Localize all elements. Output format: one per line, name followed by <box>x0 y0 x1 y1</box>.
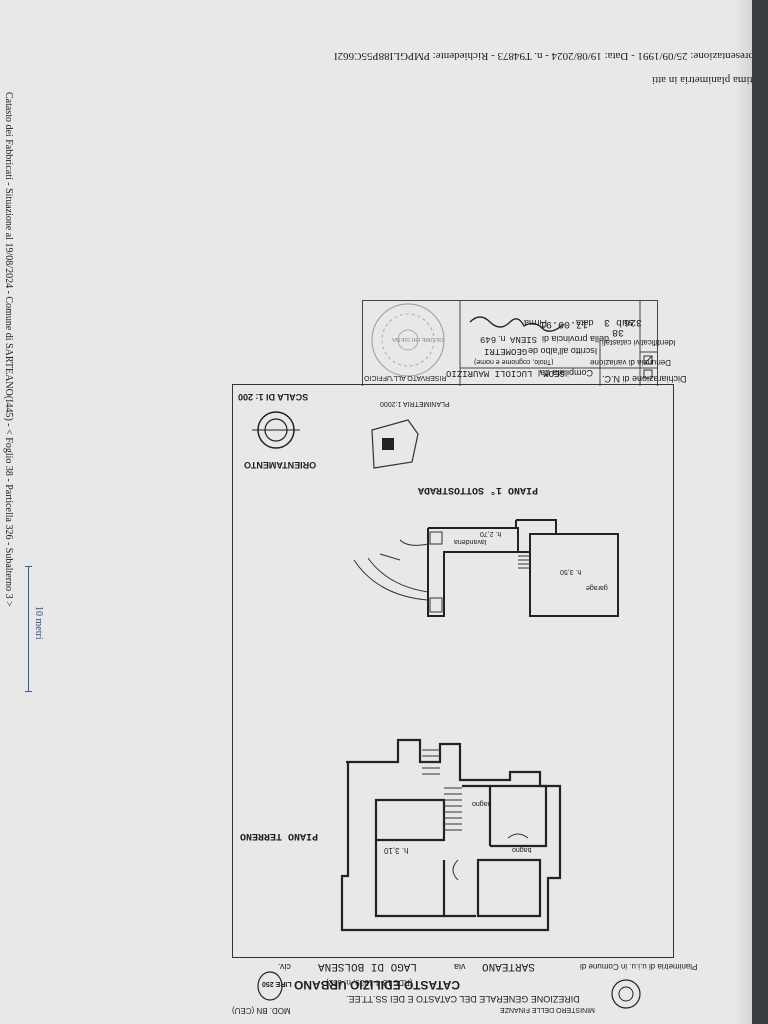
form-lines <box>371 300 658 386</box>
basement-plan <box>353 519 619 617</box>
form-block <box>362 300 658 386</box>
price-stamp <box>257 971 641 1009</box>
ground-floor-plan <box>340 738 562 932</box>
document-page: Catasto dei Fabbricati - Situazione al 1… <box>0 0 752 1024</box>
price-label: LIRE 250 <box>262 980 292 987</box>
orientation-icon <box>252 411 419 469</box>
scale-marker-line <box>25 566 32 692</box>
drawing-frame <box>232 384 674 958</box>
